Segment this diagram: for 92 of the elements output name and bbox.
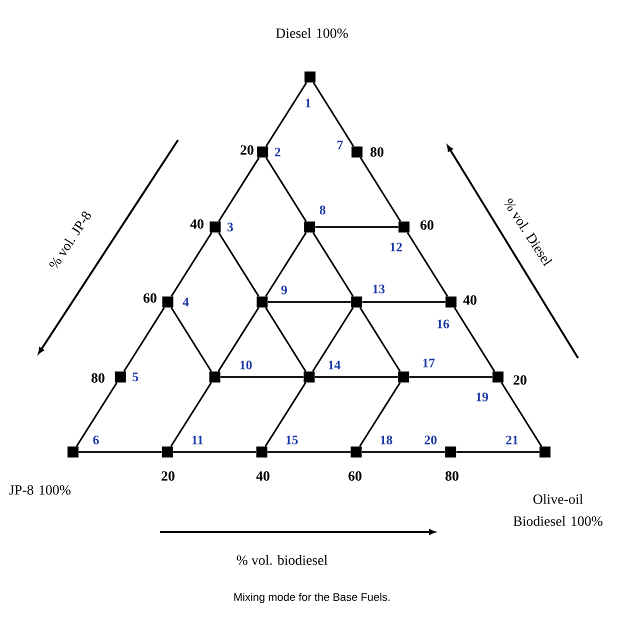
point-marker: [445, 446, 456, 458]
point-marker: [162, 446, 173, 458]
point-marker: [114, 372, 126, 382]
point-marker: [446, 296, 456, 308]
grid-line: [265, 232, 307, 297]
point-number: 8: [320, 206, 326, 214]
grid-line: [312, 232, 354, 297]
point-number: 6: [93, 436, 99, 444]
point-number: 9: [281, 286, 287, 294]
point-number: 1: [306, 98, 311, 108]
tick-label: 20: [240, 145, 254, 155]
point-number: 14: [328, 360, 340, 370]
point-number: 16: [438, 320, 450, 328]
grid-line: [500, 382, 542, 447]
point-marker: [68, 446, 78, 458]
grid-line: [362, 301, 446, 303]
point-marker: [209, 372, 220, 382]
grid-line: [268, 301, 351, 303]
grid-line: [123, 307, 165, 372]
point-number: 15: [286, 436, 298, 444]
tick-label: 40: [190, 219, 204, 229]
grid-line: [406, 232, 448, 297]
grid-line: [218, 307, 260, 372]
tick-label: 60: [348, 471, 362, 481]
point-marker: [256, 296, 268, 308]
point-marker: [398, 222, 410, 232]
tick-label: 20: [514, 375, 526, 385]
tick-label: 20: [162, 471, 174, 481]
grid-line: [170, 307, 212, 372]
grid-line: [170, 232, 212, 297]
grid-line: [173, 451, 256, 453]
grid-line: [264, 382, 306, 447]
point-number: 11: [192, 436, 203, 444]
tick-label: 60: [144, 293, 156, 303]
vertex-label: JP-8 100%: [9, 485, 70, 495]
point-number: 2: [274, 148, 280, 156]
tick-label: 80: [446, 471, 458, 481]
grid-line: [265, 157, 307, 222]
grid-line: [315, 226, 398, 228]
grid-line: [170, 382, 212, 447]
point-marker: [540, 446, 550, 458]
grid-line: [218, 157, 260, 222]
grid-line: [360, 157, 402, 222]
point-marker: [210, 222, 221, 232]
grid-line: [268, 451, 350, 453]
vertex-label: Diesel 100%: [276, 28, 348, 38]
grid-line: [359, 307, 401, 372]
point-number: 7: [338, 140, 343, 150]
vertex-label: Olive-oil Biodiesel 100%: [513, 494, 602, 526]
point-number: 12: [390, 242, 402, 252]
point-marker: [492, 372, 504, 382]
grid-line: [78, 451, 162, 453]
axis-label: % vol. biodiesel: [236, 555, 328, 565]
tick-label: 80: [370, 147, 384, 157]
point-marker: [162, 296, 174, 308]
point-marker: [304, 222, 316, 232]
tick-label: 40: [256, 471, 270, 481]
point-number: 3: [227, 222, 233, 232]
grid-line: [359, 382, 401, 447]
point-marker: [352, 146, 362, 158]
point-marker: [304, 72, 316, 82]
grid-line: [362, 451, 445, 453]
point-number: 17: [423, 358, 435, 368]
tick-label: 80: [92, 373, 104, 383]
grid-line: [312, 82, 354, 147]
point-marker: [257, 146, 268, 158]
tick-label: 40: [463, 295, 476, 305]
grid-line: [314, 376, 398, 378]
point-number: 10: [240, 360, 252, 370]
point-number: 18: [380, 436, 392, 444]
point-number: 5: [132, 372, 138, 382]
grid-line: [220, 376, 304, 378]
grid-line: [218, 232, 260, 297]
grid-line: [456, 451, 540, 453]
grid-line: [265, 82, 308, 147]
point-number: 13: [373, 284, 385, 294]
point-number: 4: [182, 298, 189, 306]
grid-line: [265, 307, 306, 372]
point-marker: [256, 446, 268, 458]
point-number: 21: [506, 436, 518, 444]
point-marker: [351, 296, 362, 308]
point-marker: [304, 372, 315, 382]
grid-line: [454, 307, 496, 372]
point-marker: [350, 446, 362, 458]
tick-label: 60: [420, 220, 434, 230]
point-marker: [398, 372, 410, 382]
point-number: 20: [424, 436, 437, 444]
grid-line: [76, 382, 118, 447]
caption: Mixing mode for the Base Fuels.: [234, 592, 390, 604]
grid-line: [312, 307, 354, 372]
point-number: 19: [476, 392, 488, 402]
grid-line: [409, 376, 492, 378]
